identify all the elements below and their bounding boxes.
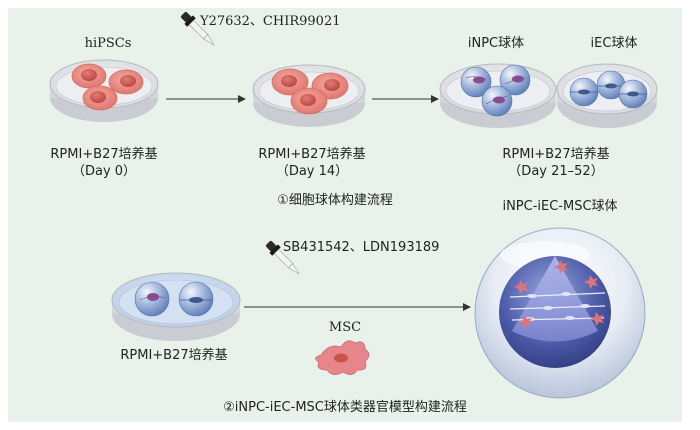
inpc-sphere: [460, 66, 492, 98]
pipette-icon: [181, 12, 215, 46]
medium-label-day0: RPMI+B27培养基: [50, 147, 158, 162]
stem-cell: [290, 87, 328, 115]
iec-sphere: [596, 70, 626, 100]
day-label-day21: （Day 21–52）: [508, 164, 604, 179]
iec-sphere: [618, 79, 648, 109]
organoid-label: iNPC-iEC-MSC球体: [502, 199, 618, 214]
caption-step-2: ②iNPC-iEC-MSC球体类器官模型构建流程: [223, 400, 467, 415]
day-label-day0: （Day 0）: [71, 164, 137, 179]
stem-cell: [71, 63, 107, 89]
medium-label-day21: RPMI+B27培养基: [502, 147, 610, 162]
pipette-icon: [266, 241, 300, 275]
medium-label-day14: RPMI+B27培养基: [258, 147, 366, 162]
iec-sphere: [178, 281, 214, 317]
dish-hipsc: [49, 59, 159, 122]
iec-sphere-label: iEC球体: [590, 36, 638, 51]
inpc-sphere: [481, 85, 513, 117]
msc-label: MSC: [328, 320, 362, 335]
stem-cell: [108, 69, 144, 95]
msc-cell-icon: [315, 340, 370, 375]
day-label-day14: （Day 14）: [275, 164, 349, 179]
hipsc-label: hiPSCs: [84, 36, 132, 51]
dish-iec: [556, 63, 658, 128]
inpc-sphere: [134, 281, 170, 317]
dish-day14: [252, 64, 366, 127]
inpc-sphere: [499, 64, 531, 96]
dish-inpc: [439, 63, 557, 128]
dish-coculture: [111, 272, 241, 341]
caption-step-1: ①细胞球体构建流程: [277, 193, 393, 208]
stem-cell: [82, 85, 118, 111]
reagents-label-2: SB431542、LDN193189: [283, 240, 440, 255]
medium-label-coculture: RPMI+B27培养基: [120, 348, 228, 363]
iec-sphere: [569, 77, 599, 107]
inpc-sphere-label: iNPC球体: [467, 36, 525, 51]
organoid-sphere: [474, 227, 646, 399]
reagents-label-1: Y27632、CHIR99021: [200, 14, 341, 29]
stem-cell: [271, 68, 309, 96]
